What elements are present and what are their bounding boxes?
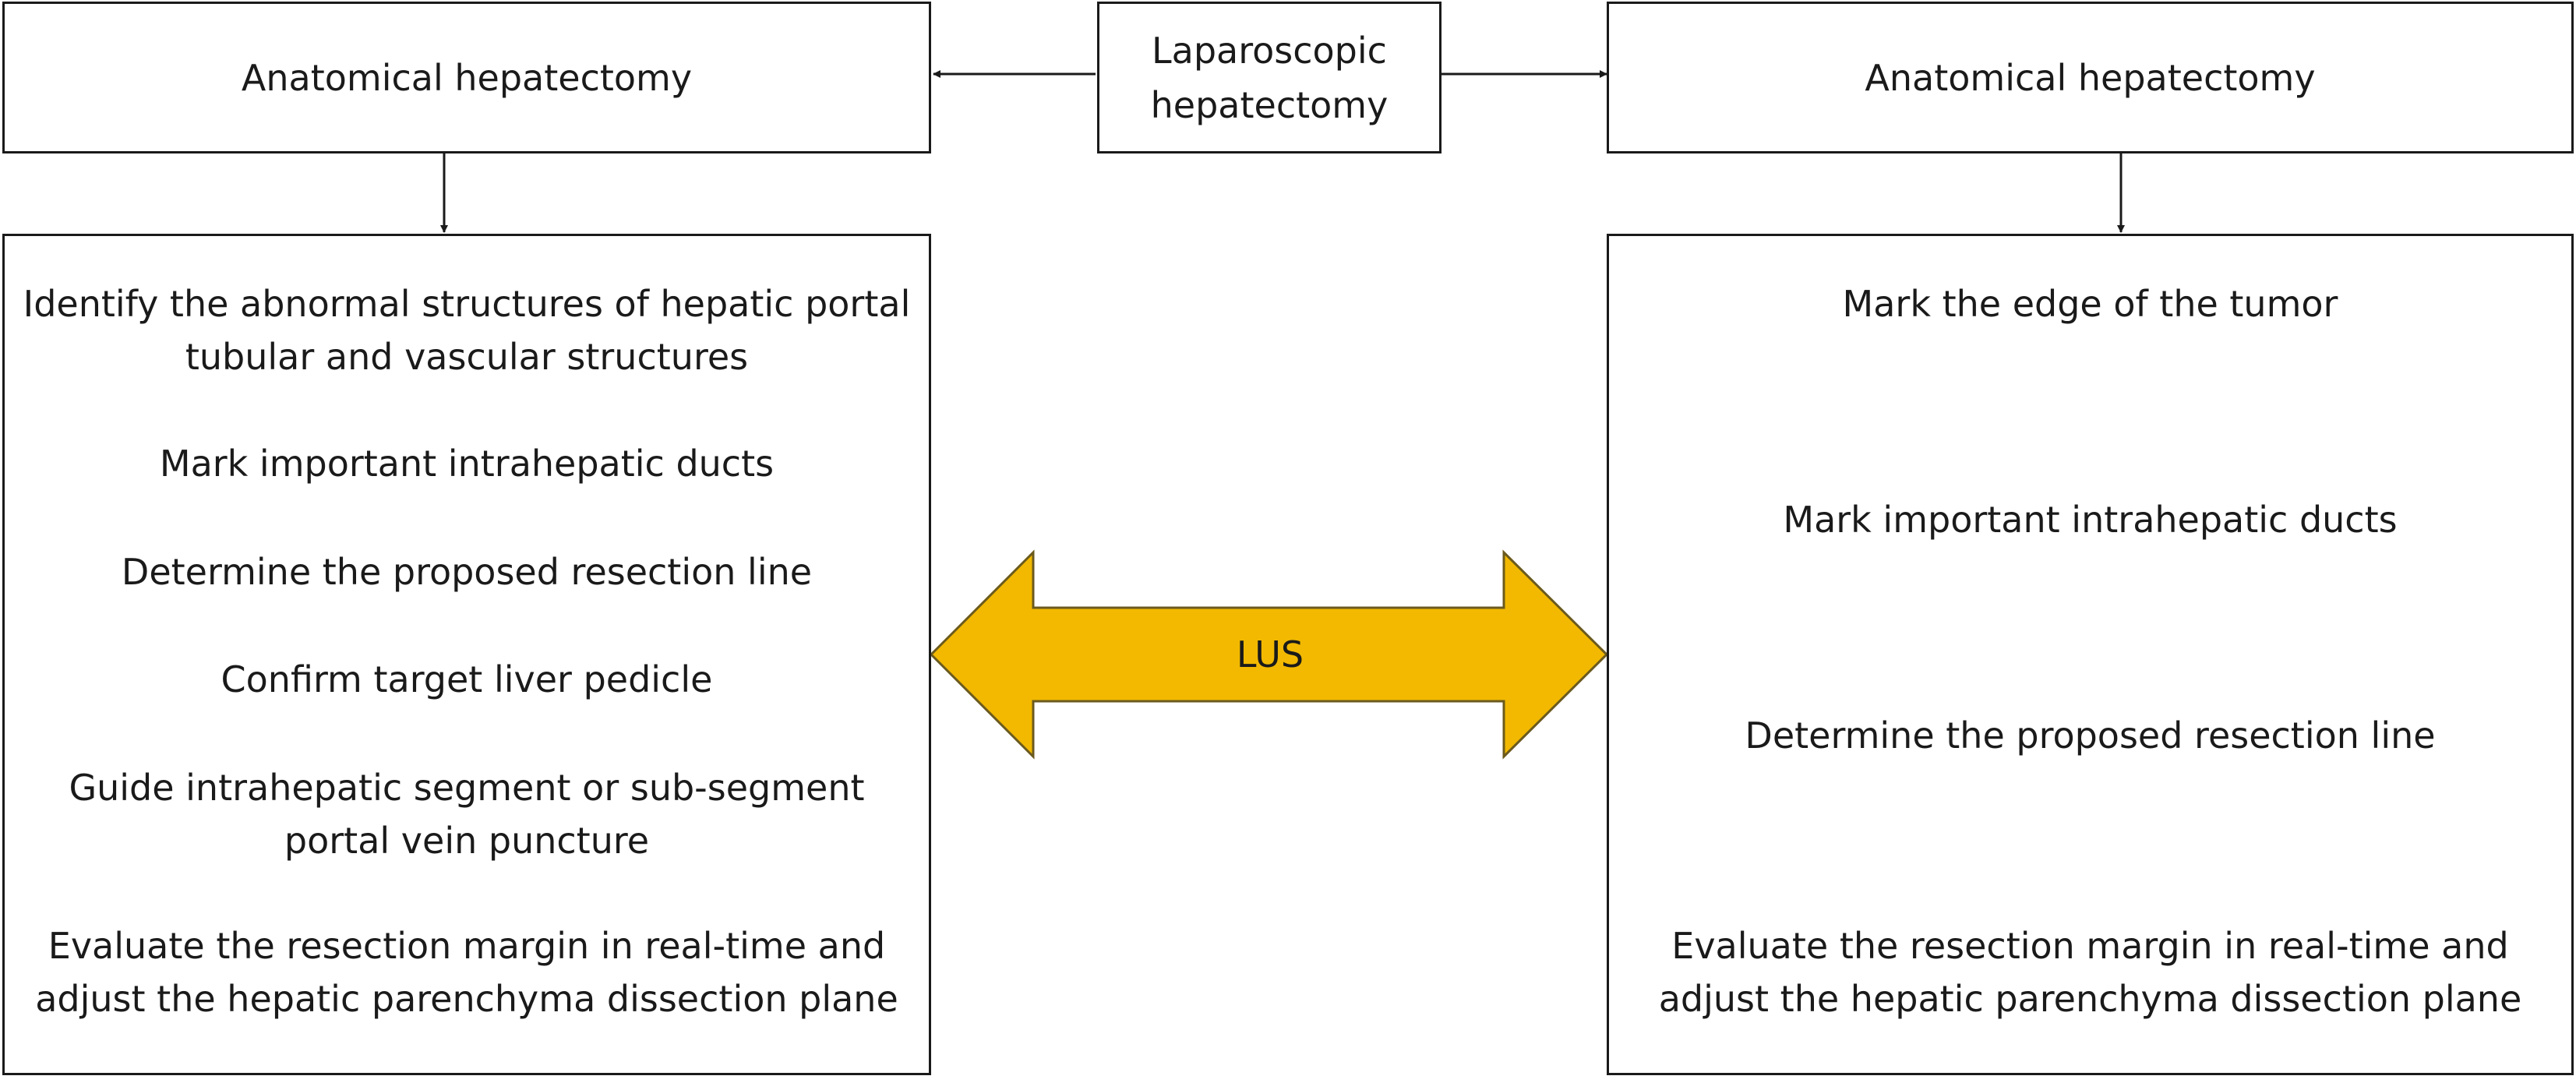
- left-step-3: Determine the proposed resection line: [121, 551, 813, 593]
- right-step-4: Evaluate the resection margin in real-ti…: [1658, 925, 2522, 1020]
- left-step-2: Mark important intrahepatic ducts: [159, 443, 775, 485]
- left-step-5: Guide intrahepatic segment or sub-segmen…: [69, 767, 865, 862]
- right-step-1: Mark the edge of the tumor: [1842, 283, 2338, 325]
- right-step-2: Mark important intrahepatic ducts: [1783, 499, 2398, 541]
- lus-label: LUS: [1236, 633, 1304, 676]
- left-header-label: Anatomical hepatectomy: [241, 56, 693, 99]
- right-step-3: Determine the proposed resection line: [1745, 714, 2436, 757]
- left-header-box: Anatomical hepatectomy: [2, 2, 931, 153]
- left-steps-box: Identify the abnormal structures of hepa…: [2, 234, 931, 1075]
- right-header-box: Anatomical hepatectomy: [1607, 2, 2574, 153]
- left-step-6: Evaluate the resection margin in real-ti…: [35, 925, 898, 1020]
- center-header-label: Laparoscopic hepatectomy: [1150, 29, 1389, 126]
- left-step-1: Identify the abnormal structures of hepa…: [23, 283, 911, 378]
- right-header-label: Anatomical hepatectomy: [1865, 56, 2316, 99]
- right-steps-box: Mark the edge of the tumor Mark importan…: [1607, 234, 2574, 1075]
- center-header-box: Laparoscopic hepatectomy: [1097, 2, 1442, 153]
- left-step-4: Confirm target liver pedicle: [221, 658, 713, 700]
